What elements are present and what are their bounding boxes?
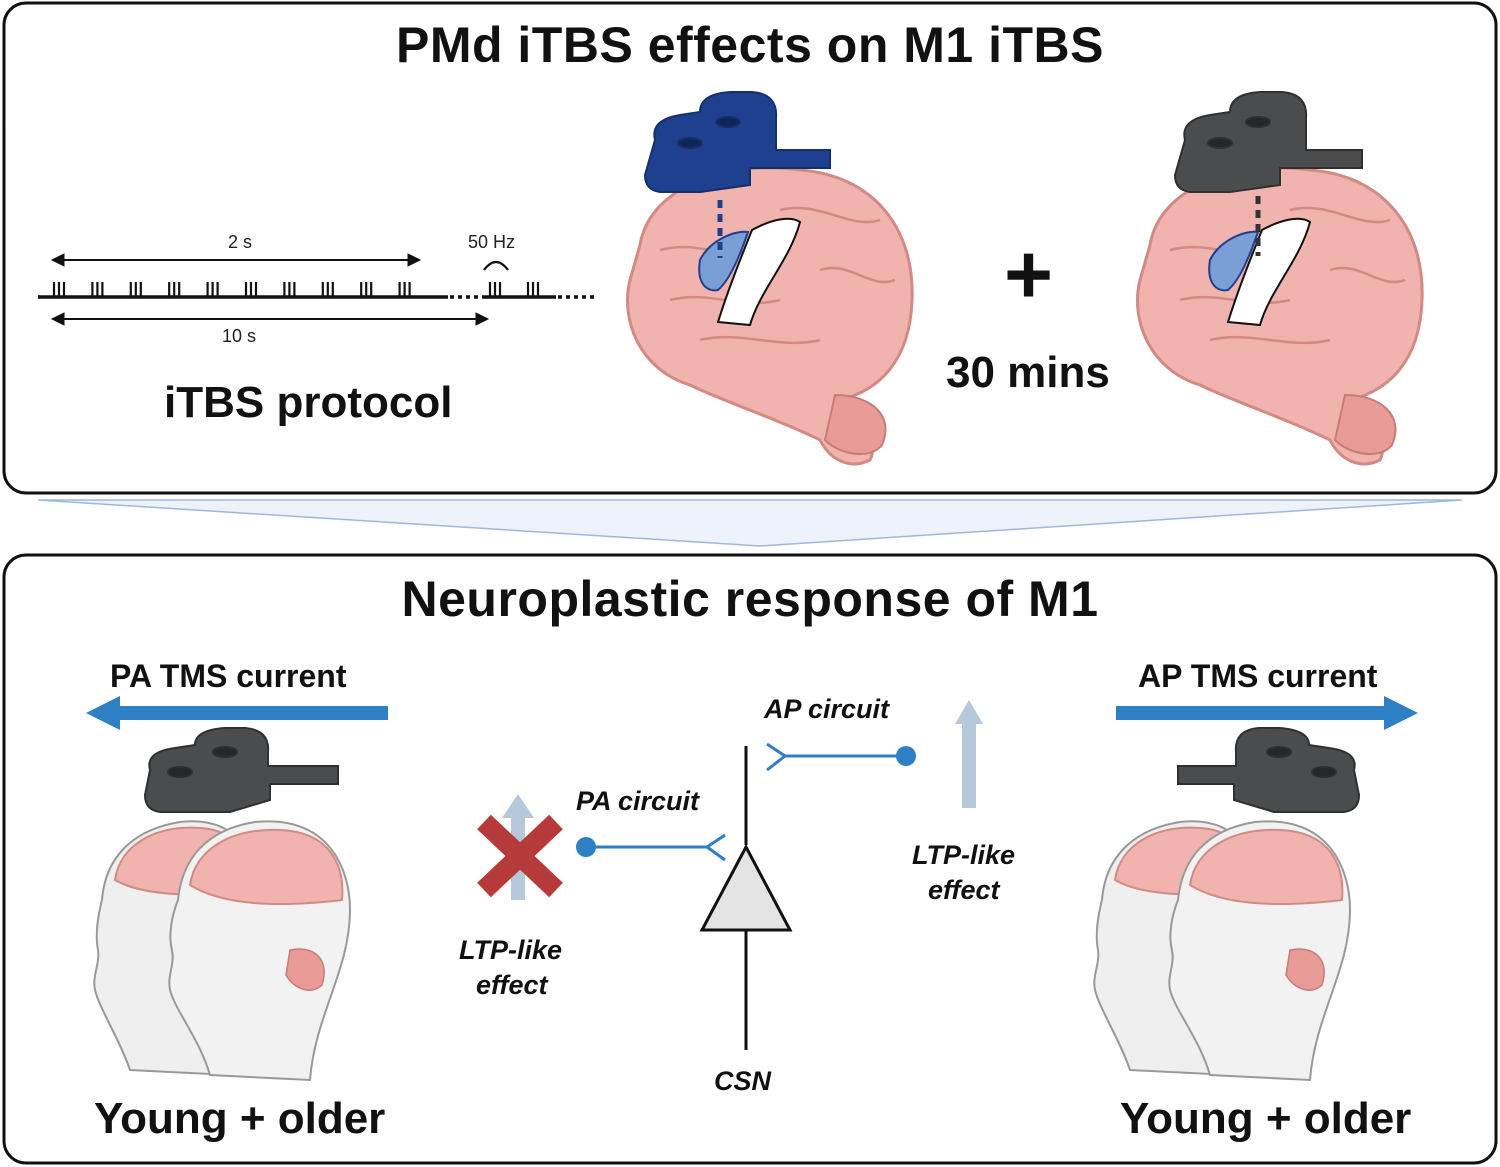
frequency-label: 50 Hz (468, 232, 516, 252)
pa-circuit-label: PA circuit (576, 786, 700, 816)
bottom-panel-title: Neuroplastic response of M1 (401, 571, 1099, 627)
interval-label: 30 mins (946, 348, 1110, 397)
plus-symbol: + (1004, 227, 1054, 321)
ap-current-label: AP TMS current (1138, 658, 1378, 694)
pa-current-label: PA TMS current (110, 658, 347, 694)
brain-m1-itbs (1136, 91, 1424, 466)
connector-funnel (37, 499, 1463, 547)
itbs-protocol-label: iTBS protocol (164, 378, 453, 427)
heads-right (1093, 696, 1418, 1082)
current-arrow-right (1116, 696, 1418, 730)
block-x-icon (477, 814, 563, 898)
ltp-effect-left-line1: LTP-like (459, 935, 563, 965)
brain-pmd-itbs (626, 91, 914, 466)
current-arrow-left (86, 696, 388, 730)
left-group-label: Young + older (94, 1094, 386, 1143)
itbs-pulse-bursts (52, 282, 540, 297)
ap-circuit-label: AP circuit (764, 694, 890, 724)
ltp-effect-right-line1: LTP-like (912, 840, 1016, 870)
heads-left (86, 696, 388, 1082)
ltp-effect-right-line2: effect (928, 875, 1000, 905)
ltp-arrow-right (955, 700, 983, 808)
ltp-effect-left-line2: effect (476, 970, 548, 1000)
circuit-diagram (477, 700, 983, 1050)
right-group-label: Young + older (1120, 1094, 1412, 1143)
csn-label: CSN (714, 1066, 772, 1096)
train-duration-label: 2 s (228, 232, 253, 252)
cycle-duration-label: 10 s (222, 326, 257, 346)
top-panel-title: PMd iTBS effects on M1 iTBS (395, 17, 1104, 73)
itbs-timeline (38, 253, 596, 326)
